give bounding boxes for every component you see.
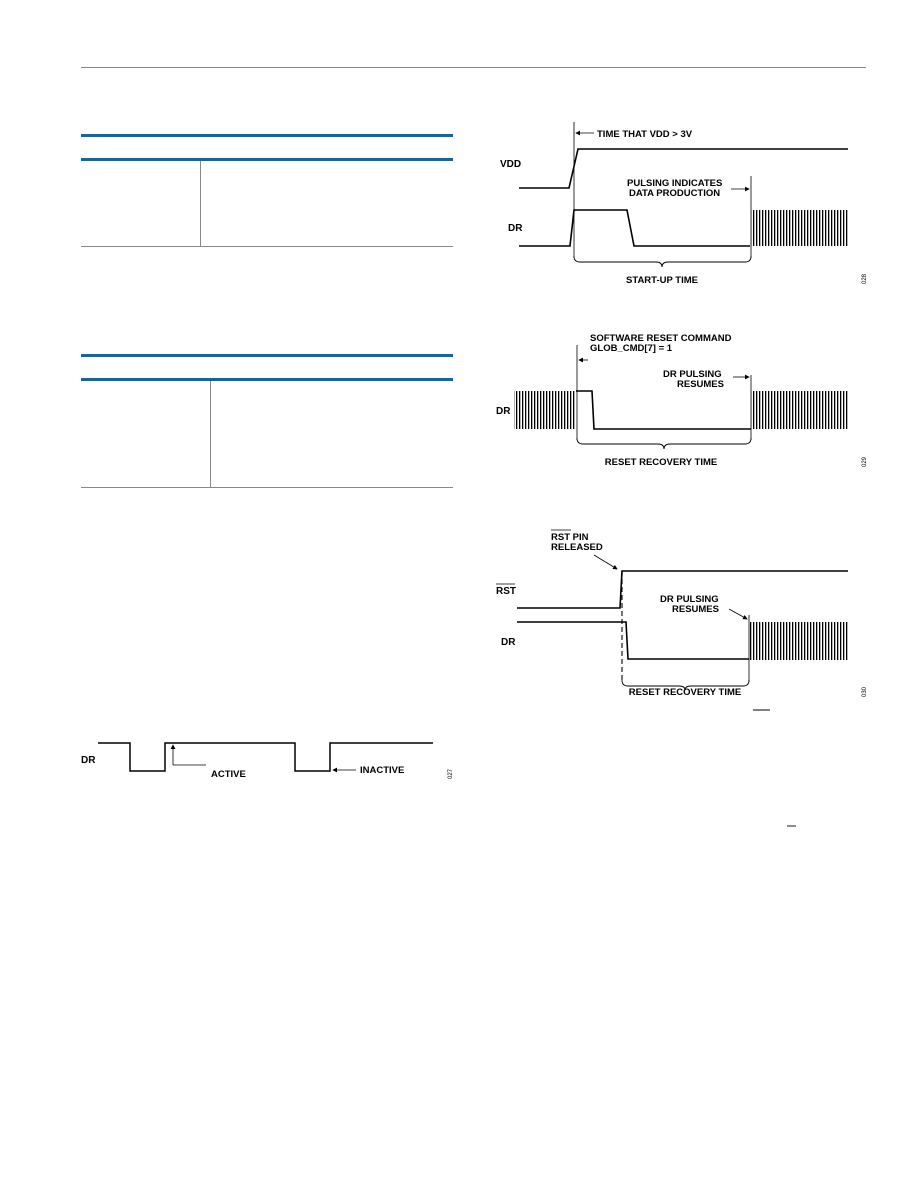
active-label: ACTIVE bbox=[211, 769, 246, 780]
dr-signal-label: DR bbox=[496, 406, 511, 417]
rst-waveform bbox=[517, 570, 848, 609]
table-bottom-rule bbox=[81, 246, 453, 247]
table-column-divider bbox=[210, 381, 211, 487]
dr-pulse-train-before bbox=[514, 391, 576, 429]
reset-command-callout-line-2: GLOB_CMD[7] = 1 bbox=[590, 343, 673, 354]
table-top-rule bbox=[81, 134, 453, 137]
startup-time-label: START-UP TIME bbox=[626, 275, 698, 286]
figure-id: 028 bbox=[862, 273, 868, 284]
register-table-2 bbox=[81, 354, 453, 488]
page-header-rule bbox=[81, 67, 866, 68]
reset-recovery-label: RESET RECOVERY TIME bbox=[629, 687, 741, 698]
dr-resumes-callout-line-2: RESUMES bbox=[677, 379, 724, 390]
dr-signal-label: DR bbox=[508, 223, 523, 234]
table-header-rule bbox=[81, 378, 453, 381]
table-bottom-rule bbox=[81, 487, 453, 488]
figure-id: 027 bbox=[448, 768, 454, 779]
rst-released-callout-line-2: RELEASED bbox=[551, 542, 603, 553]
startup-timing-figure: VDD DR TIME THAT VDD > 3V PULSING INDICA… bbox=[500, 122, 868, 286]
dr-pulse-train-after bbox=[751, 391, 848, 429]
inactive-label: INACTIVE bbox=[360, 765, 404, 776]
figure-id: 029 bbox=[862, 456, 868, 467]
vdd-callout-label: TIME THAT VDD > 3V bbox=[597, 129, 693, 140]
software-reset-timing-figure: DR SOFTWARE RESET COMMAND GLOB_CMD[7] = … bbox=[496, 333, 868, 468]
pulsing-callout-line-1: PULSING INDICATES bbox=[627, 178, 722, 189]
dr-pulse-train bbox=[751, 210, 848, 246]
startup-time-brace bbox=[573, 255, 752, 268]
dr-waveform bbox=[576, 390, 751, 430]
rst-pin-reset-timing-figure: RST PIN RELEASED RST DR DR PULSING RESUM… bbox=[496, 529, 868, 698]
rst-signal-label: RST bbox=[496, 586, 516, 597]
dr-waveform bbox=[517, 621, 749, 660]
dr-signal-label: DR bbox=[81, 755, 96, 766]
dr-resumes-callout-line-1: DR PULSING bbox=[660, 594, 719, 605]
register-table-1 bbox=[81, 134, 453, 247]
table-header-rule bbox=[81, 158, 453, 161]
reset-recovery-label: RESET RECOVERY TIME bbox=[605, 457, 717, 468]
reset-command-callout-line-1: SOFTWARE RESET COMMAND bbox=[590, 333, 732, 344]
table-top-rule bbox=[81, 354, 453, 357]
reset-recovery-brace bbox=[621, 679, 750, 691]
dr-resumes-callout-line-1: DR PULSING bbox=[663, 369, 722, 380]
dr-signal-label: DR bbox=[501, 637, 516, 648]
rst-released-callout-line-1: RST PIN bbox=[551, 532, 589, 543]
dr-waveform bbox=[98, 742, 433, 772]
vdd-waveform bbox=[519, 148, 848, 189]
figure-id: 030 bbox=[862, 686, 868, 697]
pulsing-callout-line-2: DATA PRODUCTION bbox=[629, 188, 720, 199]
rst-released-arrow bbox=[593, 554, 618, 570]
vdd-signal-label: VDD bbox=[500, 159, 521, 170]
dr-resumes-callout-line-2: RESUMES bbox=[672, 604, 719, 615]
dr-waveform bbox=[519, 209, 750, 247]
dr-polarity-figure: DR ACTIVE INACTIVE 027 bbox=[81, 742, 454, 780]
dr-pulse-train bbox=[749, 622, 848, 660]
table-column-divider bbox=[200, 161, 201, 246]
reset-recovery-brace bbox=[576, 437, 752, 450]
dr-resumes-arrow bbox=[728, 608, 748, 620]
